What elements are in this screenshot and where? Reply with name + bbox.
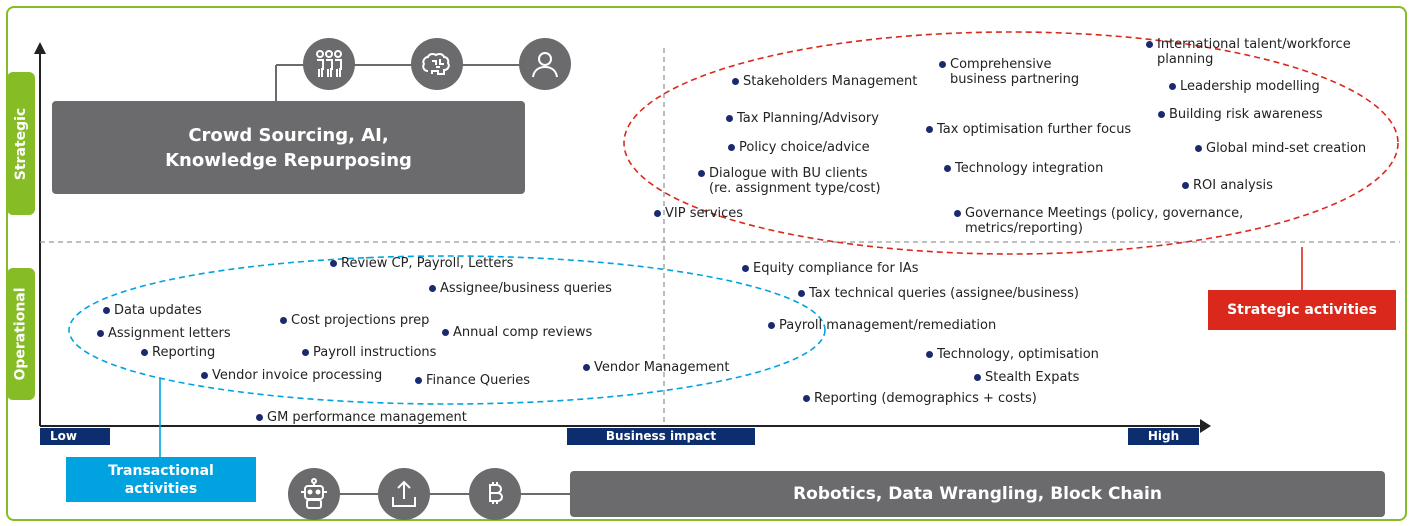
- transactional-activities-line-1: Transactional: [108, 462, 214, 479]
- activity-item: Stakeholders Management: [731, 74, 918, 89]
- activity-item-continued: planning: [1157, 52, 1214, 67]
- activity-item-continued: metrics/reporting): [965, 221, 1083, 236]
- activity-item: Equity compliance for IAs: [741, 261, 919, 276]
- activity-item: Technology integration: [943, 161, 1104, 176]
- strategic-tab-label: Strategic: [13, 107, 29, 180]
- activity-item: Building risk awareness: [1158, 107, 1323, 122]
- axis-low-label: Low: [40, 428, 110, 445]
- people-icon: [303, 38, 355, 90]
- activity-item: Stealth Expats: [973, 370, 1080, 385]
- axis-mid-label: Business impact: [567, 428, 755, 445]
- operational-tab: Operational: [7, 268, 35, 400]
- diagram-frame: [6, 6, 1407, 521]
- x-axis-arrow: [1200, 419, 1211, 433]
- activity-item: Payroll management/remediation: [767, 318, 997, 333]
- activity-item: Vendor Management: [582, 360, 730, 375]
- activity-item: Annual comp reviews: [441, 325, 593, 340]
- activity-item: Cost projections prep: [279, 313, 430, 328]
- activity-item: Assignment letters: [97, 326, 231, 341]
- activity-item: Dialogue with BU clients: [698, 166, 868, 181]
- activity-item: Governance Meetings (policy, governance,: [953, 206, 1244, 221]
- axis-high-label: High: [1128, 428, 1199, 445]
- operational-tab-label: Operational: [13, 287, 29, 381]
- activity-item: International talent/workforce: [1146, 37, 1351, 52]
- activity-item-continued: (re. assignment type/cost): [709, 181, 881, 196]
- bottom-solution-box: Robotics, Data Wrangling, Block Chain: [570, 471, 1385, 517]
- brain-icon: [411, 38, 463, 90]
- activity-item: Data updates: [103, 303, 202, 318]
- activity-item: Reporting: [140, 345, 216, 360]
- strategic-ellipse: [623, 31, 1399, 255]
- transactional-activities-callout: Transactional activities: [66, 457, 256, 502]
- top-solution-box: Crowd Sourcing, AI, Knowledge Repurposin…: [52, 101, 525, 194]
- activity-item: Finance Queries: [414, 373, 531, 388]
- y-axis-arrow: [34, 42, 46, 54]
- transactional-activities-line-2: activities: [124, 480, 198, 497]
- activity-item: Comprehensive: [939, 57, 1052, 72]
- activity-item: Technology, optimisation: [926, 347, 1099, 362]
- strategic-tab: Strategic: [7, 72, 35, 215]
- activity-item: Payroll instructions: [301, 345, 437, 360]
- bitcoin-icon: [469, 468, 521, 520]
- activity-item: VIP services: [653, 206, 744, 221]
- activity-item: Assignee/business queries: [429, 281, 612, 296]
- activity-item-continued: business partnering: [950, 72, 1080, 87]
- activity-item: ROI analysis: [1182, 178, 1273, 193]
- bottom-solution-text: Robotics, Data Wrangling, Block Chain: [793, 484, 1162, 504]
- activity-item: Reporting (demographics + costs): [803, 391, 1037, 406]
- activity-item: Vendor invoice processing: [200, 368, 383, 383]
- activity-item: Leadership modelling: [1169, 79, 1320, 94]
- top-solution-line-2: Knowledge Repurposing: [165, 149, 412, 171]
- transactional-ellipse: [68, 255, 826, 405]
- activity-item: Tax optimisation further focus: [925, 122, 1132, 137]
- activity-item: Tax Planning/Advisory: [726, 111, 879, 126]
- activity-item: Review CP, Payroll, Letters: [329, 256, 514, 271]
- upload-icon: [378, 468, 430, 520]
- strategic-activities-label: Strategic activities: [1227, 302, 1377, 318]
- strategic-activities-callout: Strategic activities: [1208, 290, 1396, 330]
- person-icon: [519, 38, 571, 90]
- activity-item: GM performance management: [256, 410, 467, 425]
- top-solution-line-1: Crowd Sourcing, AI,: [188, 124, 389, 146]
- activity-item: Policy choice/advice: [728, 140, 870, 155]
- activity-item: Tax technical queries (assignee/business…: [798, 286, 1079, 301]
- activity-item: Global mind-set creation: [1194, 141, 1367, 156]
- robot-icon: [288, 468, 340, 520]
